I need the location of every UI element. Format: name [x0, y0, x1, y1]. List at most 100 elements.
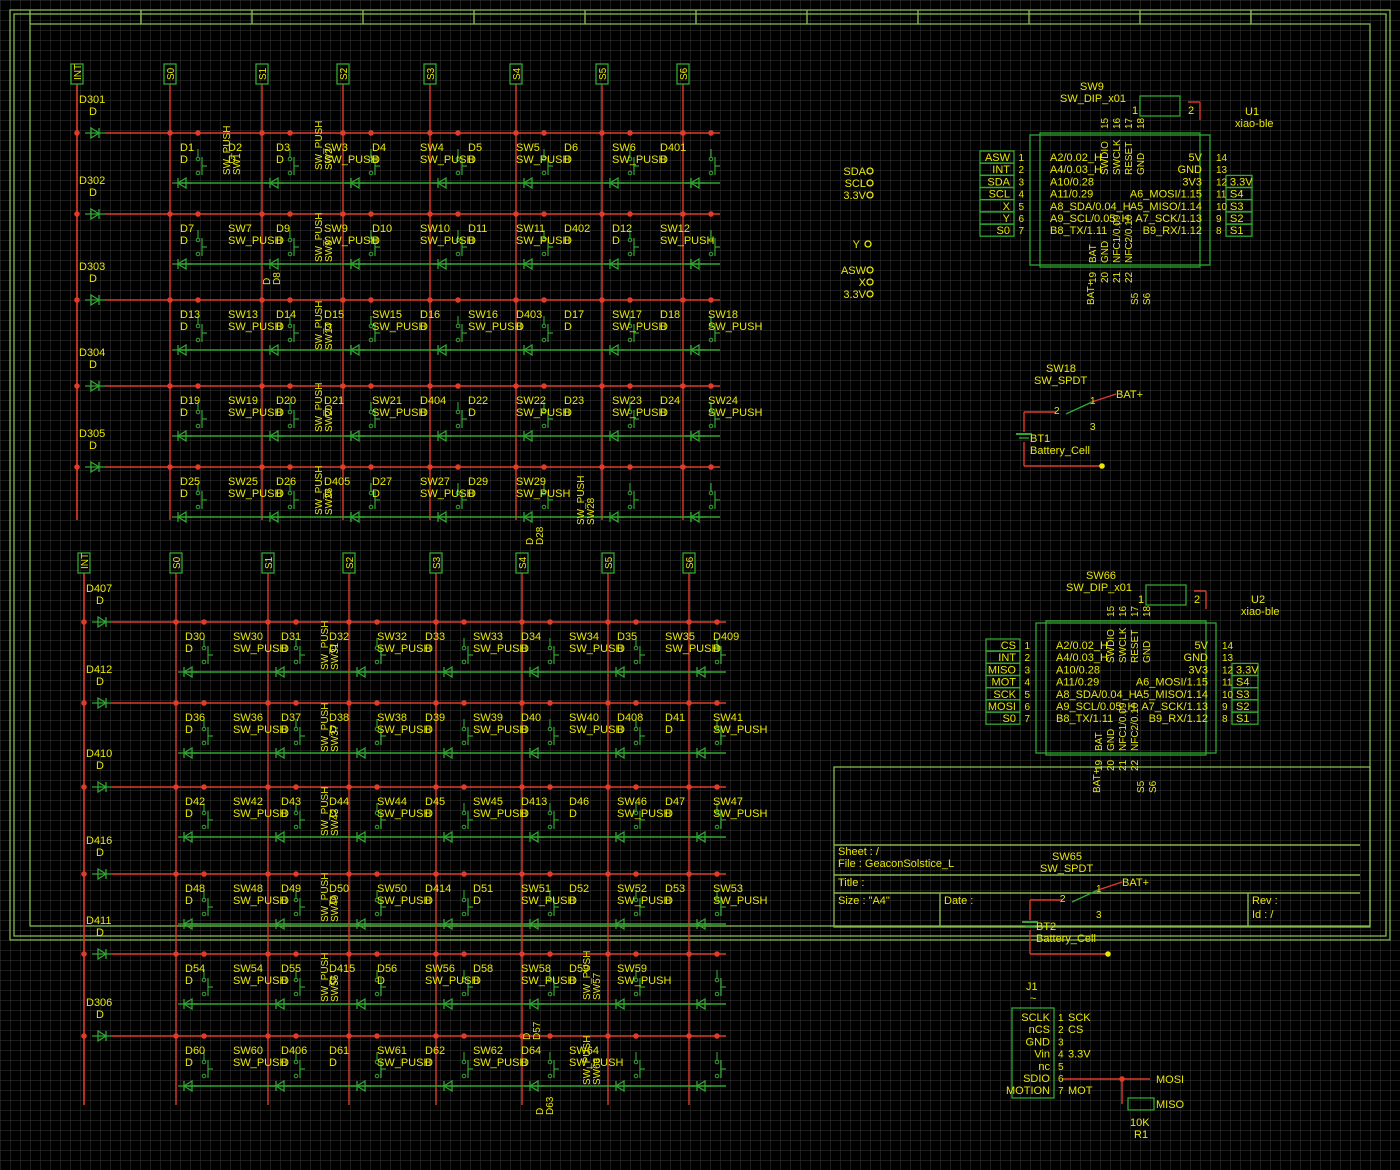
part-ref: SW18 — [708, 309, 738, 321]
column-net-label: S4 — [512, 67, 523, 80]
part-ref: D32 — [329, 631, 349, 643]
part-value: D — [468, 488, 476, 500]
cell-switch — [547, 970, 559, 997]
switch-junction — [541, 383, 547, 389]
switch-contact — [455, 251, 461, 257]
switch-junction — [461, 871, 467, 877]
cell-switch — [633, 638, 645, 665]
switch-contact — [708, 490, 714, 496]
cell-switch — [374, 970, 386, 997]
switch-junction — [201, 619, 207, 625]
battery-junction — [1105, 951, 1111, 957]
part-ref: D43 — [281, 796, 301, 808]
top-pin-name: SWDIO — [1100, 141, 1111, 175]
switch-contact — [374, 726, 380, 732]
part-value-vertical: SW_PUSH — [320, 703, 331, 752]
part-value: D — [564, 407, 572, 419]
cell-diode — [351, 997, 371, 1011]
part-value: D — [276, 154, 284, 166]
switch-contact — [633, 740, 639, 746]
switch-contact — [633, 911, 639, 917]
part-value: SW_PUSH — [372, 321, 426, 333]
part-value: SW_PUSH — [473, 1057, 527, 1069]
switch-contact — [714, 740, 720, 746]
switch-contact — [293, 1073, 299, 1079]
switch-contact — [368, 156, 374, 162]
switch-junction — [714, 619, 720, 625]
switch-contact — [547, 824, 553, 830]
part-value: D — [185, 643, 193, 655]
top-pin-name: GND — [1136, 153, 1147, 175]
pin-number: 2 — [1018, 165, 1024, 176]
switch-contact — [547, 1073, 553, 1079]
row-diode-value: D — [89, 106, 97, 118]
part-ref: SW61 — [377, 1045, 407, 1057]
cell-switch — [374, 1052, 386, 1079]
part-value: D — [329, 975, 337, 987]
bottom-pin-name: GND — [1100, 241, 1111, 263]
switch-contact — [461, 810, 467, 816]
row-diode — [92, 947, 112, 961]
miso-net: MISO — [1156, 1099, 1185, 1111]
right-net-label: S4 — [1236, 677, 1249, 689]
part-value: SW_PUSH — [377, 808, 431, 820]
column-port-box — [601, 552, 615, 574]
part-ref: D38 — [329, 712, 349, 724]
part-ref: D5 — [468, 142, 482, 154]
part-ref-vertical: D63 — [545, 1096, 556, 1115]
left-pin-name: A2/0.02_H — [1056, 640, 1108, 652]
junction — [265, 951, 271, 957]
cell-diode — [270, 997, 290, 1011]
cell-diode — [438, 665, 458, 679]
switch-contact — [541, 423, 547, 429]
cell-switch — [708, 483, 720, 510]
switch-contact — [368, 490, 374, 496]
part-ref: SW15 — [372, 309, 402, 321]
row-diode-value: D — [96, 847, 104, 859]
cell-diode — [351, 665, 371, 679]
pin-number: 17 — [1124, 117, 1135, 129]
column-net-label: INT — [73, 64, 84, 80]
switch-junction — [633, 784, 639, 790]
spdt-wire — [1097, 881, 1123, 891]
column-port-box — [169, 552, 183, 574]
column-port-box — [515, 552, 529, 574]
pin-number: 12 — [1216, 177, 1228, 188]
pin-number: 13 — [1216, 165, 1228, 176]
dip-switch-body — [1145, 584, 1187, 606]
bottom-pin-name: NFC1/0.09 — [1112, 214, 1123, 263]
net-label: SDA — [843, 166, 866, 178]
left-net-label: INT — [992, 164, 1010, 176]
junction — [686, 700, 692, 706]
cell-diode — [685, 510, 705, 524]
part-ref: D403 — [516, 309, 542, 321]
part-ref: D7 — [180, 223, 194, 235]
switch-contact — [627, 323, 633, 329]
wires-layer — [74, 84, 1207, 1105]
switch-contact — [547, 726, 553, 732]
junction — [173, 1033, 179, 1039]
cell-switch — [293, 890, 305, 917]
part-ref: SW19 — [228, 395, 258, 407]
part-value-vertical: SW_PUSH — [582, 951, 593, 1000]
part-ref: D3 — [276, 142, 290, 154]
column-net-label: S3 — [426, 67, 437, 80]
switch-contact — [627, 237, 633, 243]
part-ref-vertical: SW14 — [324, 322, 335, 350]
pin-number: 20 — [1100, 271, 1111, 283]
part-value-vertical: SW_PUSH — [320, 787, 331, 836]
switch-contact — [201, 740, 207, 746]
switch-contact — [627, 337, 633, 343]
left-pin-name: A8_SDA/0.04_H — [1050, 201, 1131, 213]
title-block — [833, 766, 1371, 928]
cell-diode — [524, 830, 544, 844]
outer-frame — [9, 9, 1391, 941]
cell-diode — [438, 746, 458, 760]
junction — [340, 383, 346, 389]
switch-contact — [293, 911, 299, 917]
cell-diode — [178, 997, 198, 1011]
part-value: SW_PUSH — [708, 321, 762, 333]
switch-junction — [708, 297, 714, 303]
switch-contact — [455, 237, 461, 243]
